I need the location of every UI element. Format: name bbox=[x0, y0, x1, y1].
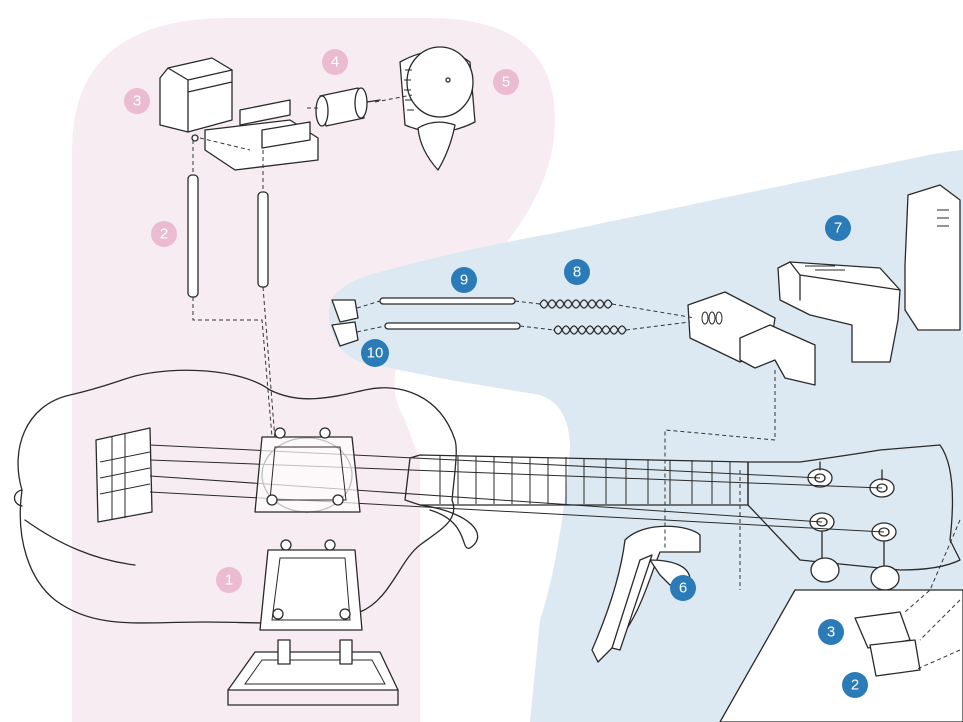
springs bbox=[539, 299, 627, 335]
badge-blue-9: 9 bbox=[451, 267, 477, 293]
badge-pink-2: 2 bbox=[151, 221, 177, 247]
blue-connector-lines bbox=[356, 300, 961, 671]
svg-text:2: 2 bbox=[160, 226, 168, 243]
badge-pink-1: 1 bbox=[216, 567, 242, 593]
tuning-pegs bbox=[807, 461, 900, 591]
housing-end bbox=[904, 184, 961, 331]
svg-text:2: 2 bbox=[851, 677, 859, 694]
ukulele-body bbox=[17, 369, 457, 624]
bottom-mount-plate bbox=[259, 539, 363, 631]
end-caps bbox=[331, 299, 359, 347]
ukulele-bridge bbox=[95, 427, 153, 523]
svg-text:1: 1 bbox=[225, 572, 233, 589]
pick-wheel bbox=[399, 46, 476, 133]
servo-bracket bbox=[159, 57, 319, 171]
badge-pink-3: 3 bbox=[124, 88, 150, 114]
badge-blue-3: 3 bbox=[818, 619, 844, 645]
svg-text:3: 3 bbox=[133, 93, 141, 110]
badge-pink-4: 4 bbox=[322, 49, 348, 75]
svg-text:4: 4 bbox=[331, 54, 339, 71]
badge-blue-6: 6 bbox=[670, 575, 696, 601]
svg-text:8: 8 bbox=[573, 264, 581, 281]
svg-text:5: 5 bbox=[502, 74, 510, 91]
svg-text:10: 10 bbox=[367, 345, 384, 362]
carriage-block bbox=[687, 291, 816, 386]
mount-base-plate bbox=[719, 589, 963, 722]
housing-block bbox=[777, 261, 901, 363]
guitar-pick bbox=[417, 121, 456, 171]
svg-text:3: 3 bbox=[827, 624, 835, 641]
top-mount-plate bbox=[254, 427, 361, 513]
svg-text:7: 7 bbox=[834, 220, 842, 237]
support-rods bbox=[187, 174, 269, 298]
headstock bbox=[747, 444, 961, 571]
base-mount bbox=[227, 639, 399, 706]
badge-pink-5: 5 bbox=[493, 69, 519, 95]
svg-text:6: 6 bbox=[679, 580, 687, 597]
svg-text:9: 9 bbox=[460, 272, 468, 289]
badge-blue-8: 8 bbox=[564, 259, 590, 285]
badge-blue-7: 7 bbox=[825, 215, 851, 241]
frets bbox=[439, 456, 731, 504]
pink-connector-lines bbox=[192, 94, 413, 441]
badge-blue-10: 10 bbox=[361, 339, 389, 367]
dc-motor bbox=[315, 87, 381, 127]
badge-blue-2: 2 bbox=[842, 672, 868, 698]
